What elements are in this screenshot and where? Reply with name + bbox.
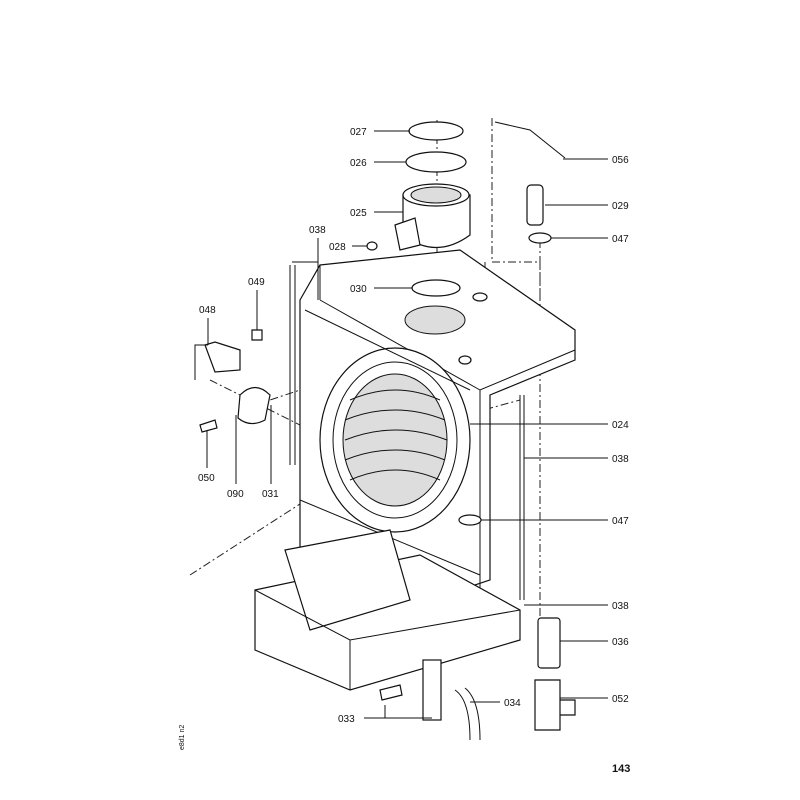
drawing-reference: e8d1 n2 [179, 725, 186, 750]
tee-052 [534, 679, 576, 731]
page-number: 143 [612, 763, 630, 775]
fitting-031 [237, 386, 271, 425]
filter-036 [537, 617, 561, 669]
label-038-top: 038 [309, 225, 326, 236]
label-031: 031 [262, 489, 279, 500]
plug-028 [366, 241, 378, 251]
pin-050 [199, 419, 218, 433]
flue-components [366, 121, 566, 526]
hose-034 [454, 687, 481, 741]
air-vent-029 [526, 184, 544, 226]
label-048: 048 [199, 305, 216, 316]
sensor-cable-056 [494, 121, 566, 159]
seal-047-top [528, 232, 552, 244]
label-025: 025 [350, 208, 367, 219]
label-052: 052 [612, 694, 629, 705]
seal-047-bottom [458, 514, 482, 526]
clip-049 [251, 329, 263, 341]
label-024: 024 [612, 420, 629, 431]
label-030: 030 [350, 284, 367, 295]
tie-rods [289, 265, 525, 600]
burner-opening [404, 305, 466, 335]
pipe-033 [422, 659, 442, 721]
clip-048 [204, 341, 241, 373]
label-034: 034 [504, 698, 521, 709]
label-090: 090 [227, 489, 244, 500]
label-029: 029 [612, 201, 629, 212]
control-unit [254, 529, 576, 741]
label-038-bottom: 038 [612, 601, 629, 612]
label-038-right: 038 [612, 454, 629, 465]
label-047-bottom: 047 [612, 516, 629, 527]
seal-ring-027 [408, 121, 464, 141]
heat-exchanger [319, 347, 471, 533]
part-labels: 027 026 025 028 030 038 049 048 050 090 … [198, 127, 629, 725]
label-056: 056 [612, 155, 629, 166]
label-036: 036 [612, 637, 629, 648]
label-033: 033 [338, 714, 355, 725]
label-050: 050 [198, 473, 215, 484]
label-047-top: 047 [612, 234, 629, 245]
seal-ring-030 [411, 279, 461, 297]
left-fittings [199, 329, 271, 433]
label-026: 026 [350, 158, 367, 169]
label-049: 049 [248, 277, 265, 288]
label-027: 027 [350, 127, 367, 138]
label-028: 028 [329, 242, 346, 253]
seal-ring-026 [405, 151, 467, 173]
leader-lines [194, 130, 608, 719]
